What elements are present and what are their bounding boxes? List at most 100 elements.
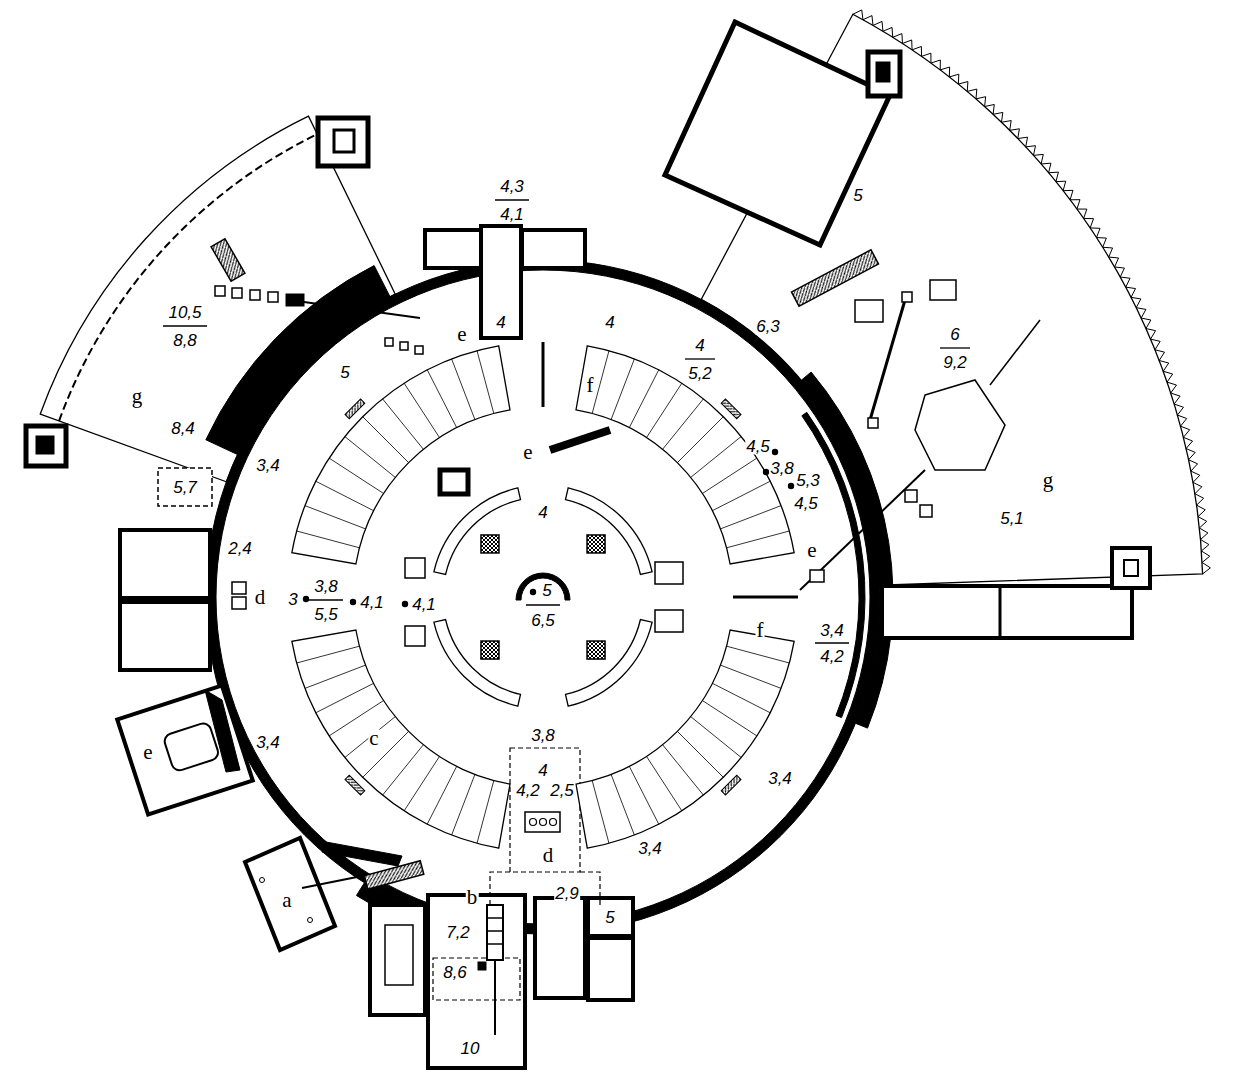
beam-line [304, 302, 420, 318]
equipment-box [286, 294, 304, 306]
sector-division [363, 417, 409, 463]
level-mark: 6,3 [755, 318, 781, 335]
dee-electrode [565, 619, 652, 706]
stair-core [876, 62, 890, 82]
sector-division [297, 646, 360, 663]
equipment-box [525, 812, 560, 832]
callout-letter: e [522, 442, 533, 463]
fraction-bar [495, 199, 529, 200]
equipment-box [215, 286, 225, 296]
cyclotron-hall [163, 200, 970, 848]
level-mark: 3,8 [530, 727, 556, 744]
level-mark: 4 [495, 314, 506, 331]
fraction-bar [309, 599, 343, 600]
beam-pipe [542, 342, 545, 407]
fraction-bar [163, 325, 207, 326]
level-mark: 3 [287, 591, 298, 608]
dashed-outline [510, 748, 580, 872]
fraction-bar [940, 347, 970, 348]
sector-division [712, 481, 770, 511]
equipment-box [250, 290, 260, 300]
accelerator-column [487, 905, 503, 960]
sector-division [404, 383, 439, 438]
sector-division [592, 351, 609, 414]
annex-room [588, 938, 633, 1000]
equipment-box [855, 300, 883, 322]
equipment-box [655, 610, 683, 632]
level-mark: 4 [537, 762, 548, 779]
sector-division [691, 717, 742, 758]
sector-division [727, 531, 790, 548]
wing-room [882, 586, 1132, 638]
target-room [245, 838, 335, 950]
equipment-box [405, 626, 425, 646]
shield-wall [322, 842, 402, 866]
equipment-box [868, 418, 878, 428]
sector-division [316, 683, 374, 713]
level-mark: 5,1 [999, 510, 1025, 527]
sector-division [702, 458, 757, 493]
sector-division [611, 359, 634, 420]
level-mark: 3,4 [767, 770, 793, 787]
wings-and-wall [40, 10, 1210, 934]
beam-line [302, 876, 362, 888]
callout-letter: b [466, 887, 479, 908]
level-mark: 5 [339, 364, 350, 381]
level-mark: 5,3 [795, 472, 821, 489]
callout-letter: e [456, 324, 467, 345]
sector-division [305, 665, 366, 688]
sector-division [345, 437, 396, 478]
fraction-bar [526, 604, 560, 605]
room-wall [999, 586, 1002, 638]
equipment-box [232, 582, 246, 594]
level-mark: 9,2 [942, 354, 968, 371]
magnet-sector [292, 630, 510, 848]
marker-dot [540, 819, 547, 826]
equipment-box [405, 558, 425, 578]
level-mark: 8,6 [442, 964, 468, 981]
serrated-edge [853, 10, 1211, 574]
ion-source-symbol [516, 573, 570, 600]
level-dot [772, 449, 778, 455]
wing-hall [40, 116, 395, 482]
annex-room [428, 895, 525, 1068]
column-support [587, 641, 605, 659]
sector-division [427, 766, 457, 824]
column-support [481, 641, 499, 659]
shield-wall [205, 690, 240, 772]
level-dot [350, 599, 356, 605]
column-ring [487, 917, 503, 919]
stair-core [334, 130, 354, 152]
equipment-box [905, 490, 917, 502]
stair-core [36, 436, 54, 454]
ladder-symbol [345, 775, 365, 795]
level-mark: 4,5 [745, 438, 771, 455]
equipment-box [902, 292, 912, 302]
sector-division [404, 756, 439, 811]
wing-room [665, 22, 890, 245]
sector-division [305, 506, 366, 529]
level-mark: 8,8 [172, 332, 198, 349]
hatched-shield [792, 250, 879, 306]
level-mark: 8,4 [170, 420, 196, 437]
callout-letter: c [368, 728, 379, 749]
equipment-box [268, 292, 278, 302]
detector-block [915, 380, 1005, 470]
level-mark: 3,8 [769, 460, 795, 477]
level-mark: 5,7 [172, 479, 198, 496]
annex-room [158, 468, 212, 506]
column-support [481, 535, 499, 553]
annex-room [385, 925, 413, 985]
level-mark: 7,2 [445, 924, 471, 941]
level-mark: 10 [460, 1040, 481, 1057]
beam-line [990, 320, 1040, 385]
level-dot [788, 483, 794, 489]
dee-electrode [565, 488, 652, 575]
level-mark: 5 [541, 582, 552, 599]
level-dot [303, 596, 309, 602]
ladder-symbol [721, 399, 741, 419]
stair-tower [1112, 548, 1150, 588]
level-mark: 4,5 [793, 495, 819, 512]
callout-letter: f [586, 375, 595, 396]
